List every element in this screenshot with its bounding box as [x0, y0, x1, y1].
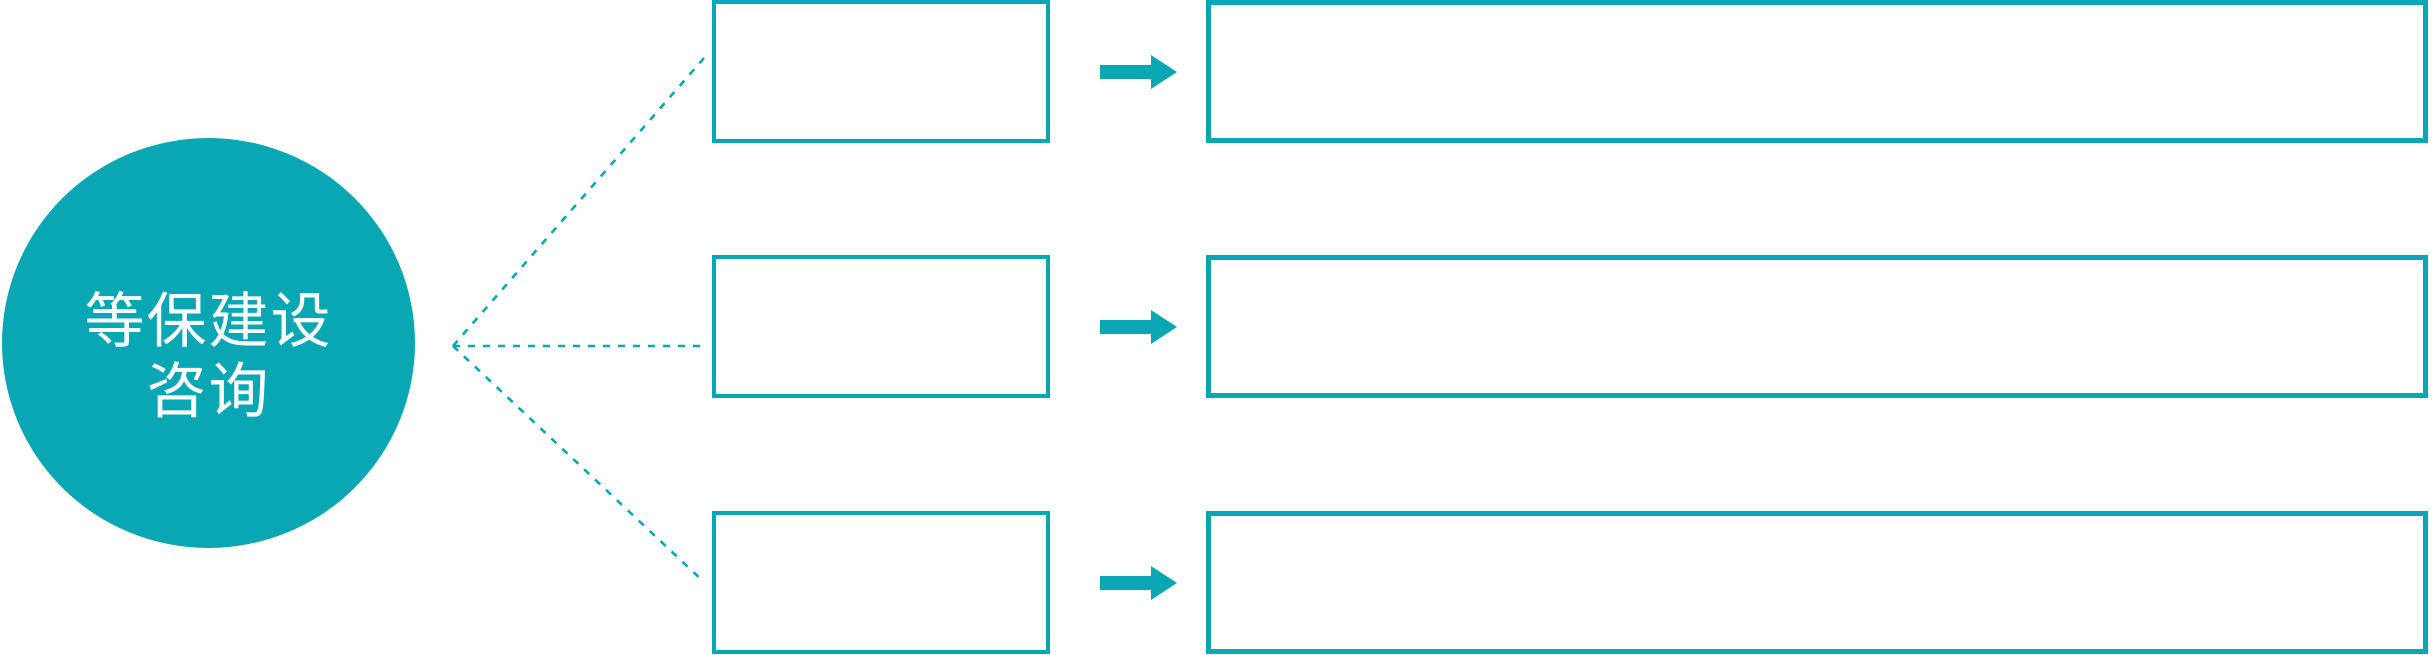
sub-topic-box-3	[712, 511, 1050, 654]
diagram-row-3	[0, 511, 2434, 654]
description-box-3	[1206, 511, 2428, 654]
center-node-label-line1: 等保建设	[84, 288, 333, 355]
description-box-2	[1206, 255, 2428, 398]
right-arrow-icon	[1100, 565, 1177, 600]
center-node-label-line2: 咨询	[146, 358, 271, 425]
sub-topic-box-1	[712, 0, 1050, 143]
right-arrow-icon	[1100, 54, 1177, 89]
diagram-row-2	[0, 255, 2434, 398]
sub-topic-box-2	[712, 255, 1050, 398]
center-node-circle: 等保建设 咨询	[2, 138, 415, 548]
description-box-1	[1206, 0, 2428, 143]
diagram-row-1	[0, 0, 2434, 143]
right-arrow-icon	[1100, 309, 1177, 344]
center-node-label: 等保建设 咨询	[85, 287, 333, 427]
